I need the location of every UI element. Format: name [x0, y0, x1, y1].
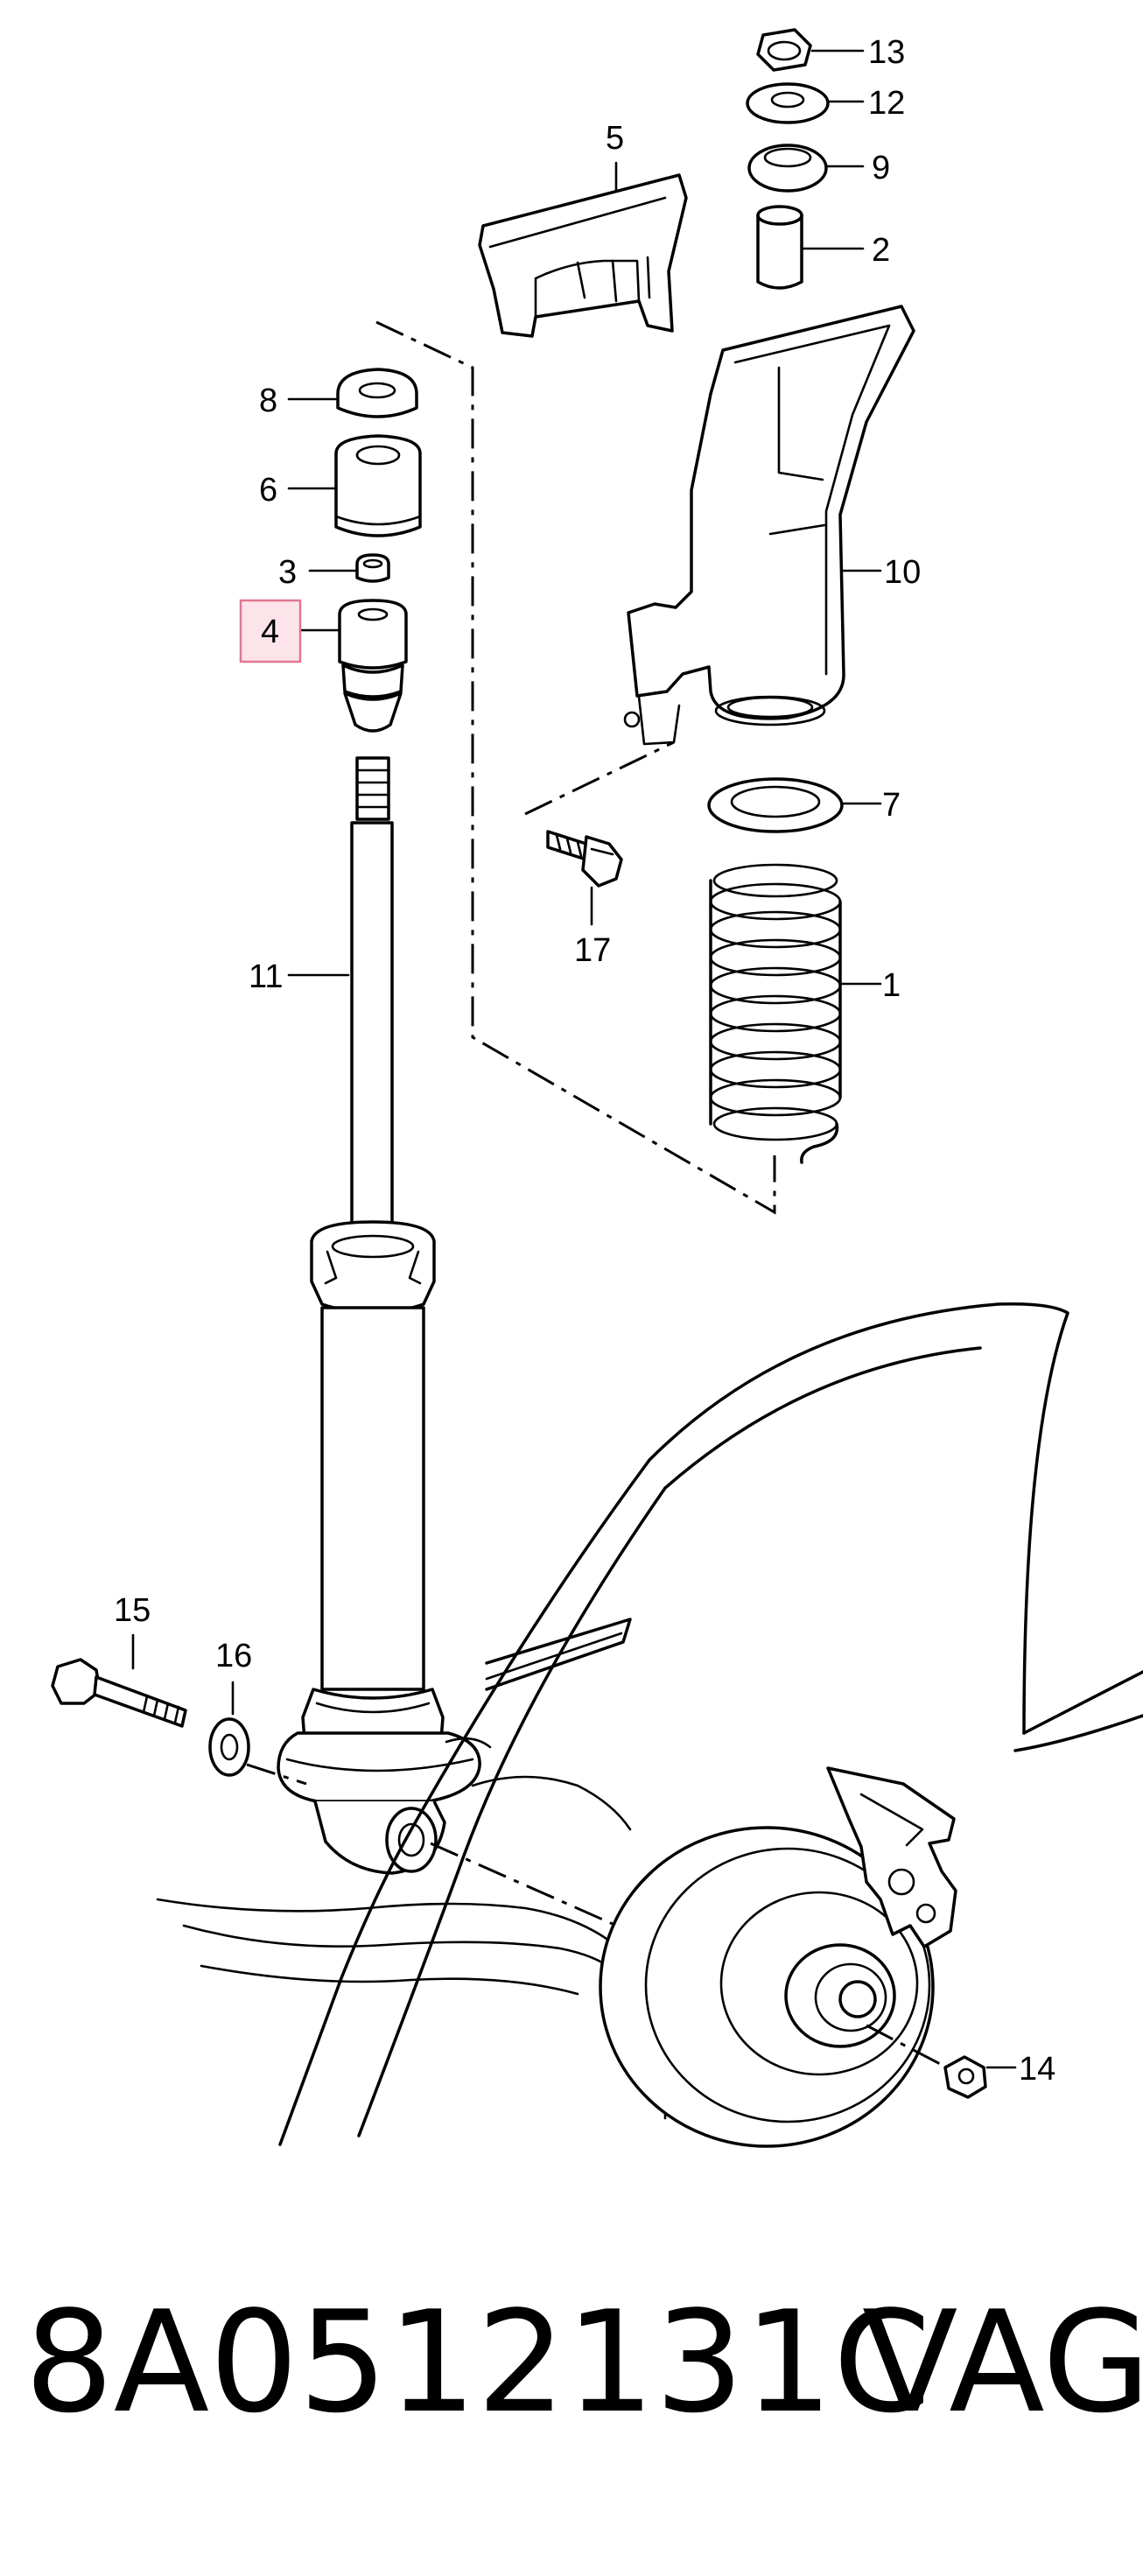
- leader-lines: [131, 49, 1017, 2069]
- washer-16: [208, 1717, 250, 1777]
- coil-spring-1: [709, 863, 842, 1164]
- callout-16: 16: [215, 1638, 252, 1674]
- bump-stop-cap-8: [336, 368, 418, 418]
- nut-13: [756, 28, 812, 72]
- shock-absorber-11: [277, 756, 481, 1875]
- brake-disc-hub: [599, 1766, 957, 2148]
- callout-2: 2: [872, 232, 890, 269]
- callout-14: 14: [1019, 2051, 1055, 2088]
- callout-17: 17: [574, 932, 611, 969]
- part-footer: 8A0512131C VAG: [0, 2280, 1143, 2455]
- callout-13: 13: [868, 34, 905, 71]
- brand-name: VAG: [862, 2280, 1143, 2444]
- callout-10: 10: [884, 554, 921, 591]
- bolt-17-guide: [524, 741, 675, 816]
- bolt-15: [51, 1658, 187, 1728]
- bracket-5: [478, 173, 688, 338]
- wheel-arch-body: [156, 1302, 1143, 2146]
- bushing-6: [334, 434, 422, 537]
- part-number: 8A0512131C: [25, 2280, 931, 2444]
- spring-seat-10: [623, 305, 915, 746]
- callout-6: 6: [259, 472, 277, 509]
- callout-4: 4: [261, 614, 279, 650]
- callout-3: 3: [278, 554, 297, 591]
- washer-12: [746, 82, 830, 124]
- bolt-15-guide: [246, 1763, 307, 1786]
- callout-1: 1: [882, 967, 901, 1004]
- sleeve-2: [756, 205, 803, 290]
- callout-15: 15: [114, 1592, 151, 1629]
- callout-12: 12: [868, 85, 905, 122]
- callout-11: 11: [249, 958, 283, 995]
- spacer-3: [355, 553, 390, 583]
- bolt-17: [546, 830, 623, 888]
- callout-8: 8: [259, 383, 277, 419]
- shock-lower-guide: [430, 1842, 614, 1926]
- spring-pad-7: [707, 777, 844, 833]
- bump-stop-4: [338, 599, 408, 733]
- callout-4-highlight: [239, 599, 302, 663]
- nut-14: [943, 2055, 987, 2099]
- callout-5: 5: [606, 120, 624, 157]
- callout-9: 9: [872, 150, 890, 186]
- callout-7: 7: [882, 787, 901, 824]
- assembly-guide-line: [375, 320, 776, 1215]
- nut-14-guide: [866, 2024, 944, 2067]
- washer-9: [747, 144, 828, 193]
